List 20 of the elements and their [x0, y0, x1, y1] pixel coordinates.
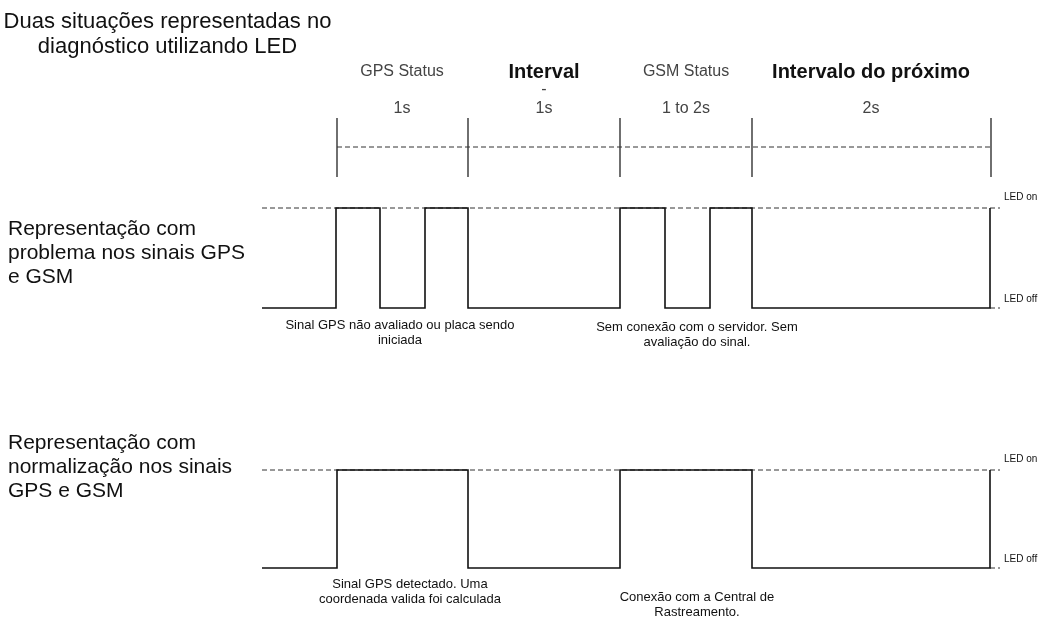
column-header: Interval: [507, 60, 581, 83]
duration-label: 2s: [861, 99, 881, 118]
column-header: Intervalo do próximo: [771, 60, 971, 83]
duration-label: 1s: [392, 99, 412, 118]
row-label: Representação com problema nos sinais GPS e GSM: [8, 216, 246, 289]
annotation-text: Sinal GPS não avaliado ou placa sendo iniciada: [284, 318, 516, 348]
column-header: GSM Status: [641, 62, 731, 81]
annotation-text: Sem conexão com o servidor. Sem avaliação do sinal.: [595, 320, 799, 350]
diagram-title: Duas situações representadas no diagnóstico utilizando LED: [2, 8, 333, 59]
duration-label: -: [540, 80, 548, 99]
annotation-text: Sinal GPS detectado. Uma coordenada valida foi calculada: [317, 577, 503, 607]
row-label: Representação com normalização nos sinais GPS e GSM: [8, 430, 234, 503]
duration-label: 1 to 2s: [661, 99, 711, 118]
duration-label: 1s: [534, 99, 554, 118]
column-header: GPS Status: [359, 62, 445, 81]
annotation-text: Conexão com a Central de Rastreamento.: [618, 590, 776, 620]
level-label: LED on: [1004, 453, 1039, 465]
level-label: LED off: [1004, 553, 1039, 565]
level-label: LED on: [1004, 191, 1039, 203]
level-label: LED off: [1004, 293, 1039, 305]
